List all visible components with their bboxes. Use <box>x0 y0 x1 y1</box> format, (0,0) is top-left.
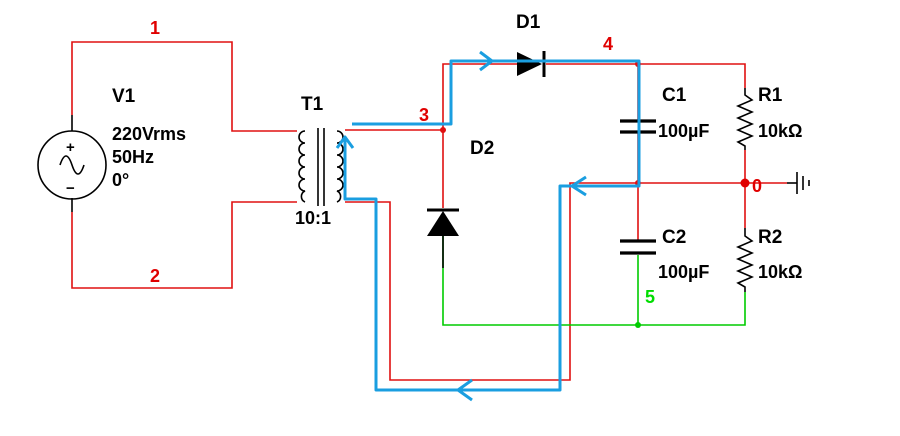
current-path-positive <box>343 59 641 392</box>
ac-source-v1[interactable]: + − <box>37 115 107 212</box>
diode-d1[interactable] <box>517 51 546 77</box>
transformer-ratio: 10:1 <box>295 208 331 228</box>
node-label-4: 4 <box>603 34 613 54</box>
current-path-overlay <box>335 50 641 402</box>
source-minus-sign: − <box>66 180 75 197</box>
source-frequency: 50Hz <box>112 147 154 167</box>
capacitor-c1-value: 100µF <box>658 121 709 141</box>
sine-wave-icon <box>59 155 85 175</box>
capacitor-c2-name: C2 <box>662 227 686 248</box>
node-label-1: 1 <box>150 18 160 38</box>
source-phase: 0° <box>112 170 129 190</box>
node-label-3: 3 <box>419 105 429 125</box>
capacitor-c2-value: 100µF <box>658 262 709 282</box>
node-label-2: 2 <box>150 266 160 286</box>
wires-red <box>71 41 787 381</box>
transformer-t1[interactable] <box>298 128 344 206</box>
arrow-left-top-icon <box>570 175 587 197</box>
arrow-right-icon <box>479 50 494 72</box>
source-plus-sign: + <box>66 139 75 156</box>
node-label-0: 0 <box>752 176 762 196</box>
capacitor-c1-name: C1 <box>662 85 687 106</box>
resistor-r2-name: R2 <box>758 227 782 248</box>
resistor-r1-value: 10kΩ <box>758 121 802 141</box>
wire-node-1 <box>71 41 297 132</box>
resistor-r2[interactable] <box>735 228 755 292</box>
junction-dots <box>440 61 750 328</box>
source-voltage: 220Vrms <box>112 124 186 144</box>
diode-d2-name: D2 <box>470 138 494 159</box>
diode-d2[interactable] <box>427 208 459 268</box>
wire-node-4 <box>546 63 746 88</box>
resistor-r1-name: R1 <box>758 85 783 106</box>
secondary-coil-icon <box>336 130 344 203</box>
node-label-5: 5 <box>645 287 655 307</box>
ground-icon[interactable] <box>787 172 810 194</box>
wire-node-2 <box>71 201 297 289</box>
wire-secondary-return <box>345 182 638 381</box>
wire-d1-anode <box>442 63 517 130</box>
resistor-r2-value: 10kΩ <box>758 262 802 282</box>
primary-coil-icon <box>298 130 306 203</box>
source-name: V1 <box>112 86 136 107</box>
arrow-up-icon <box>335 135 355 149</box>
arrow-left-bottom-icon <box>456 378 473 402</box>
resistor-r1[interactable] <box>735 88 755 150</box>
diode-d1-name: D1 <box>516 12 541 33</box>
transformer-name: T1 <box>301 94 324 115</box>
capacitor-c2[interactable] <box>620 239 656 255</box>
